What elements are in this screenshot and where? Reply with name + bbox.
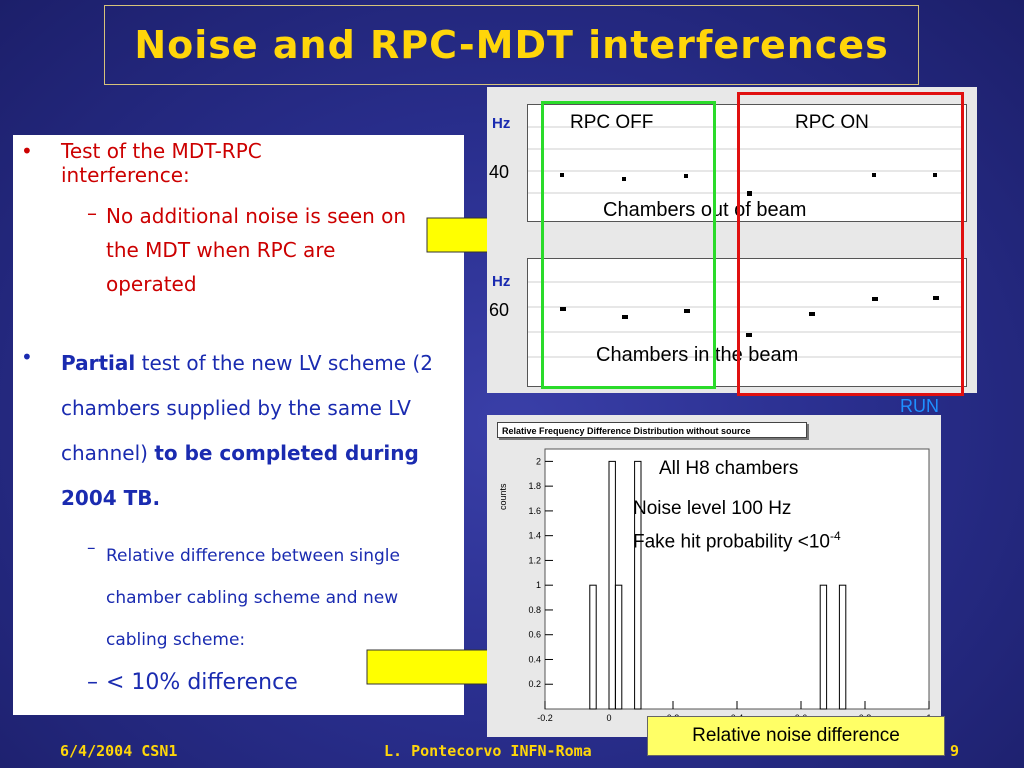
y-tick-label-0: 0.2 xyxy=(528,679,541,689)
fake-hit-text: Fake hit probability <10 xyxy=(633,531,830,553)
x-tick-label-1: 0 xyxy=(606,713,611,723)
histogram-bar-2 xyxy=(614,584,623,710)
label-fake-hit: Fake hit probability <10-4 xyxy=(633,529,841,553)
histogram-plot: Relative Frequency Difference Distributi… xyxy=(487,415,941,737)
badge-text: Relative noise difference xyxy=(692,725,900,746)
footer-date: 6/4/2004 CSN1 xyxy=(60,742,178,760)
rpc-on-label: RPC ON xyxy=(795,112,869,133)
title-box: Noise and RPC-MDT interferences xyxy=(104,5,919,85)
bullet-dot-2: • xyxy=(21,345,33,369)
x-tick-label-0: -0.2 xyxy=(537,713,553,723)
y-tick-label-9: 2 xyxy=(536,456,541,466)
histogram-bar-4 xyxy=(819,584,828,710)
histogram-bar-0 xyxy=(589,584,597,710)
slide-title: Noise and RPC-MDT interferences xyxy=(134,23,889,67)
y-tick-label-8: 1.8 xyxy=(528,481,541,491)
y-tick-label-3: 0.8 xyxy=(528,605,541,615)
footer-page: 9 xyxy=(950,742,960,760)
value-label-2: 60 xyxy=(489,300,510,320)
hz-label-1: Hz xyxy=(492,115,511,132)
run-label: RUN xyxy=(900,396,939,416)
top-subplot-frame xyxy=(527,104,967,222)
y-tick-label-6: 1.4 xyxy=(528,531,541,541)
y-axis-label: counts xyxy=(498,483,508,510)
bullet-1: Test of the MDT-RPC interference: xyxy=(61,139,262,187)
top-plot: Hz 40 Hz 60 RPC OFF RPC ON Chambers out … xyxy=(487,87,977,393)
point-on-2 xyxy=(872,173,876,177)
y-tick-label-2: 0.6 xyxy=(528,630,541,640)
histogram-svg: -0.200.20.40.60.810.20.40.60.811.21.41.6… xyxy=(528,448,932,723)
histogram-bars xyxy=(589,460,847,710)
top-plot-markers xyxy=(528,126,964,358)
hz-label-2: Hz xyxy=(492,273,511,290)
rpc-off-highlight xyxy=(541,101,716,389)
fake-hit-exp: -4 xyxy=(829,529,841,543)
histogram-bar-3 xyxy=(634,460,642,710)
sub-bullet-3: < 10% difference xyxy=(106,670,298,695)
caption-out-of-beam: Chambers out of beam xyxy=(603,199,807,221)
dash-3: – xyxy=(87,670,98,695)
histogram-header: Relative Frequency Difference Distributi… xyxy=(497,422,807,438)
value-label-1: 40 xyxy=(489,162,510,182)
bullet-2: Partial test of the new LV scheme (2 cha… xyxy=(61,341,456,521)
point-in-5 xyxy=(809,312,815,316)
bullet-2-bold: Partial xyxy=(61,351,136,375)
footer-author: L. Pontecorvo INFN-Roma xyxy=(384,742,592,760)
point-in-7 xyxy=(933,296,939,300)
point-in-6 xyxy=(872,297,878,301)
point-in-1 xyxy=(560,307,566,311)
point-off-3 xyxy=(684,174,688,178)
y-tick-label-5: 1.2 xyxy=(528,555,541,565)
bullet-dot-1: • xyxy=(21,139,33,163)
relative-noise-badge: Relative noise difference xyxy=(647,716,945,756)
label-h8-chambers: All H8 chambers xyxy=(659,458,799,479)
bullet-2-text: test of the new LV scheme (2 chambers su… xyxy=(61,351,433,465)
point-on-3 xyxy=(933,173,937,177)
point-in-2 xyxy=(622,315,628,319)
dash-2: – xyxy=(87,538,96,558)
point-off-2 xyxy=(622,177,626,181)
point-in-4 xyxy=(746,333,752,337)
point-on-1 xyxy=(747,191,752,196)
bottom-subplot-frame xyxy=(527,258,967,387)
sub-bullet-2: Relative difference between single chamb… xyxy=(106,546,400,650)
histogram-bar-5 xyxy=(838,584,847,710)
label-noise-level: Noise level 100 Hz xyxy=(633,498,792,519)
y-tick-label-7: 1.6 xyxy=(528,506,541,516)
caption-in-beam: Chambers in the beam xyxy=(596,344,799,366)
rpc-off-label: RPC OFF xyxy=(570,112,654,133)
left-text-panel: • Test of the MDT-RPC interference: – No… xyxy=(13,135,464,715)
y-tick-label-4: 1 xyxy=(536,580,541,590)
y-tick-label-1: 0.4 xyxy=(528,654,541,664)
point-off-1 xyxy=(560,173,564,177)
dash-1: – xyxy=(87,201,97,225)
sub-bullet-1: No additional noise is seen on the MDT w… xyxy=(106,204,407,296)
bullet-2-bold-end: to be completed during 2004 TB. xyxy=(61,441,419,510)
point-in-3 xyxy=(684,309,690,313)
rpc-on-highlight xyxy=(737,92,964,396)
